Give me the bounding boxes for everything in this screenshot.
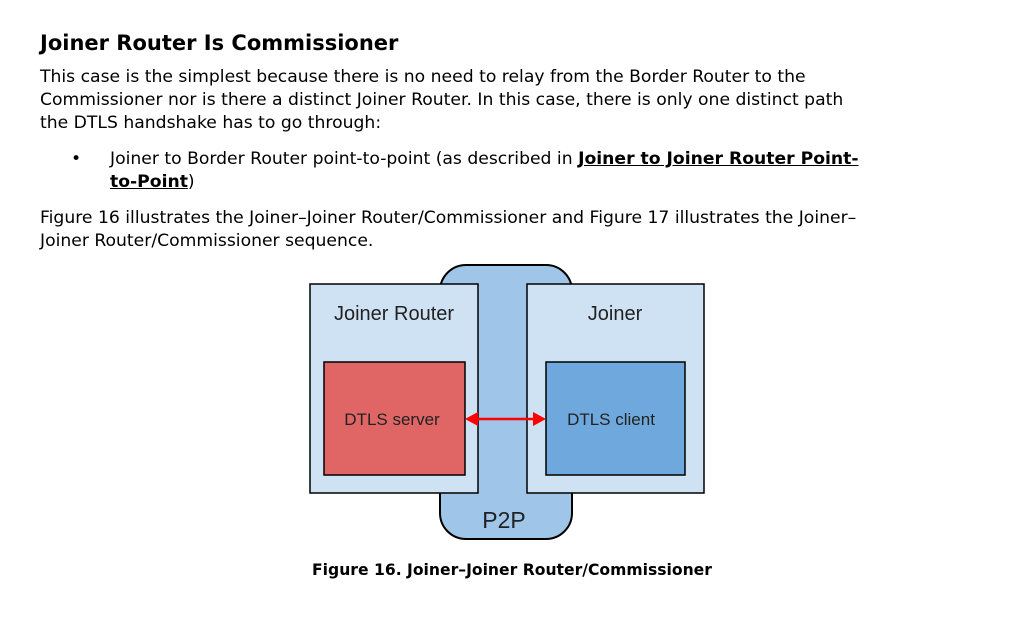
joiner-router-diagram: Joiner Router Joiner DTLS server DTLS cl… bbox=[309, 264, 705, 540]
dtls-server-block bbox=[323, 361, 466, 476]
joiner-router-label: Joiner Router bbox=[334, 303, 454, 325]
intro-paragraph: This case is the simplest because there … bbox=[40, 66, 990, 135]
intro-line-2: Commissioner nor is there a distinct Joi… bbox=[40, 90, 844, 110]
dtls-client-label: DTLS client bbox=[567, 410, 655, 429]
bullet-line-2: to-Point) bbox=[110, 171, 990, 194]
cross-reference-link-continued[interactable]: to-Point bbox=[110, 172, 188, 192]
figure-intro-paragraph: Figure 16 illustrates the Joiner–Joiner … bbox=[40, 207, 990, 253]
bullet-line-1: Joiner to Border Router point-to-point (… bbox=[110, 148, 990, 171]
list-item: • Joiner to Border Router point-to-point… bbox=[40, 148, 990, 194]
figure-caption: Figure 16. Joiner–Joiner Router/Commissi… bbox=[312, 561, 712, 579]
intro-line-3: the DTLS handshake has to go through: bbox=[40, 113, 382, 133]
section-heading: Joiner Router Is Commissioner bbox=[40, 31, 399, 55]
dtls-client-block bbox=[545, 361, 686, 476]
figure-intro-line-2: Joiner Router/Commissioner sequence. bbox=[40, 231, 374, 251]
bullet-text: Joiner to Border Router point-to-point (… bbox=[110, 149, 579, 169]
dtls-server-label: DTLS server bbox=[344, 410, 440, 429]
handshake-arrow bbox=[465, 412, 546, 426]
figure-intro-line-1: Figure 16 illustrates the Joiner–Joiner … bbox=[40, 208, 857, 228]
cross-reference-link[interactable]: Joiner to Joiner Router Point- bbox=[578, 149, 859, 169]
intro-line-1: This case is the simplest because there … bbox=[40, 67, 806, 87]
bullet-closing-paren: ) bbox=[187, 172, 195, 192]
path-bullet-list: • Joiner to Border Router point-to-point… bbox=[40, 148, 990, 194]
p2p-label: P2P bbox=[482, 507, 525, 533]
bullet-marker: • bbox=[71, 149, 82, 169]
joiner-label: Joiner bbox=[588, 303, 643, 325]
